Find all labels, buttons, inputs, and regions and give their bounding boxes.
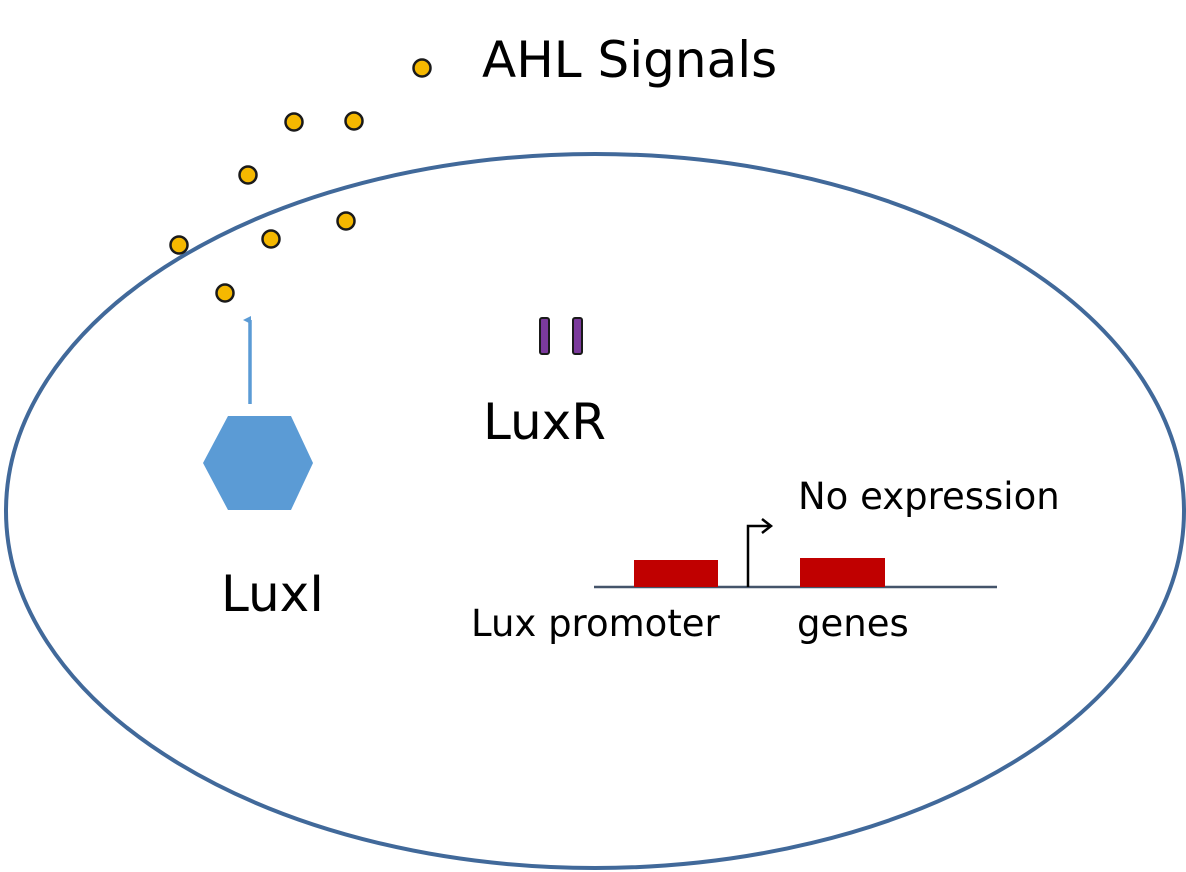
genes-box xyxy=(800,558,885,587)
ahl-molecules xyxy=(169,58,432,303)
no-expression-label: No expression xyxy=(798,475,1060,518)
cell-membrane xyxy=(4,152,1186,870)
transcription-start-arrow xyxy=(746,524,770,587)
luxr-subunit xyxy=(539,317,550,355)
ahl-molecule xyxy=(344,111,364,131)
luxi-enzyme xyxy=(203,416,313,510)
luxr-label: LuxR xyxy=(483,393,606,451)
luxi-label: LuxI xyxy=(221,565,324,623)
genes-label: genes xyxy=(797,602,909,645)
ahl-signals-label: AHL Signals xyxy=(482,31,777,89)
ahl-molecule xyxy=(169,235,189,255)
luxr-subunit xyxy=(572,317,583,355)
ahl-molecule xyxy=(238,165,258,185)
ahl-molecule xyxy=(412,58,432,78)
ahl-molecule xyxy=(261,229,281,249)
lux-promoter-box xyxy=(634,560,718,587)
ahl-molecule xyxy=(336,211,356,231)
lux-promoter-label: Lux promoter xyxy=(471,602,721,645)
ahl-molecule xyxy=(284,112,304,132)
transcription-arrowhead xyxy=(761,518,774,534)
luxr-protein xyxy=(539,317,583,355)
ahl-molecule xyxy=(215,283,235,303)
